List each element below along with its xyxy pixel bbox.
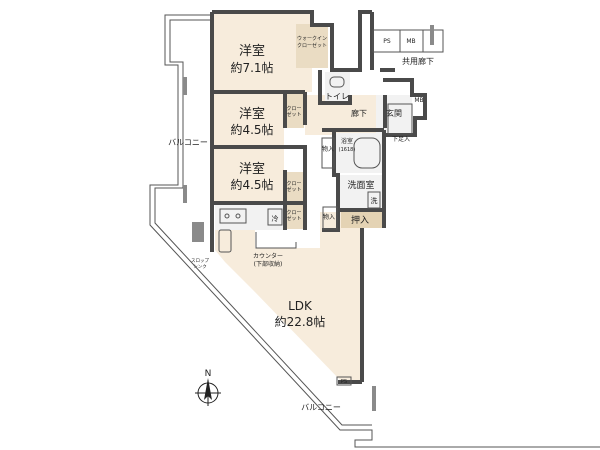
bedroom-3-room [214, 148, 284, 203]
kitchen-area [215, 204, 285, 230]
closet-2-label-b: ゼット [286, 186, 301, 193]
slop-sink-label-1: スロップ [191, 258, 209, 264]
mb-label: MB [406, 38, 415, 45]
walkin-closet-label-1: ウォークイン [297, 35, 327, 42]
walkin-closet-room [296, 24, 328, 68]
washer-label: 洗 [371, 196, 378, 205]
walkin-closet-label-2: クローゼット [297, 42, 327, 49]
ldk-size: 約22.8帖 [275, 314, 326, 329]
fixtures [183, 25, 444, 411]
closet-3-label-b: ゼット [286, 215, 301, 222]
ldk-room [215, 212, 385, 380]
ps-label: PS [383, 38, 391, 45]
ps2-label: PS [341, 379, 347, 385]
bedroom-1-room [214, 14, 312, 92]
north-label: N [205, 369, 212, 379]
oshiire-area [341, 210, 382, 228]
bath-size-label: (1618) [339, 147, 356, 153]
north-arrow-icon [195, 378, 221, 406]
walls [210, 10, 427, 384]
shoe-storage-label: 下足入 [392, 136, 410, 143]
closet-1-label-b: ゼット [286, 111, 301, 118]
mb2-label: MB [414, 97, 423, 104]
fridge-label: 冷 [272, 214, 279, 223]
bath-label: 浴室 [341, 137, 353, 145]
oshiire-label: 押入 [351, 214, 369, 226]
bedroom-3-size: 約4.5帖 [230, 177, 273, 192]
closet-1-label: クロー [286, 106, 301, 112]
storage-1-label: 物入 [322, 145, 334, 153]
hallway-label: 廊下 [351, 108, 367, 118]
closet-2-label: クロー [286, 181, 301, 187]
closet-2 [286, 172, 304, 202]
bedroom-2-room [214, 94, 284, 146]
washroom-label: 洗面室 [347, 179, 374, 191]
balcony-1-label: バルコニー [168, 138, 208, 147]
counter-label-2: (下部収納) [254, 260, 283, 268]
slop-sink-label-2: シンク [193, 264, 207, 270]
bedroom-1-name: 洋室 [239, 43, 265, 59]
bedroom-1-size: 約7.1帖 [230, 60, 273, 75]
ldk-name: LDK [288, 299, 313, 313]
balcony-2-label: バルコニー [301, 403, 341, 412]
bedroom-2-size: 約4.5帖 [230, 122, 273, 137]
closet-1 [286, 94, 304, 128]
bedroom-3-name: 洋室 [239, 161, 265, 177]
closet-3-label: クロー [286, 210, 301, 216]
bath-room [334, 133, 384, 173]
common-corridor-label: 共用廊下 [402, 56, 434, 66]
closet-3 [286, 203, 304, 229]
bedroom-2-name: 洋室 [239, 106, 265, 122]
toilet-label: トイレ [325, 92, 349, 101]
storage-2-label: 物入 [323, 213, 335, 221]
counter-label-1: カウンター [253, 252, 283, 260]
entrance-label: 玄関 [386, 108, 402, 118]
